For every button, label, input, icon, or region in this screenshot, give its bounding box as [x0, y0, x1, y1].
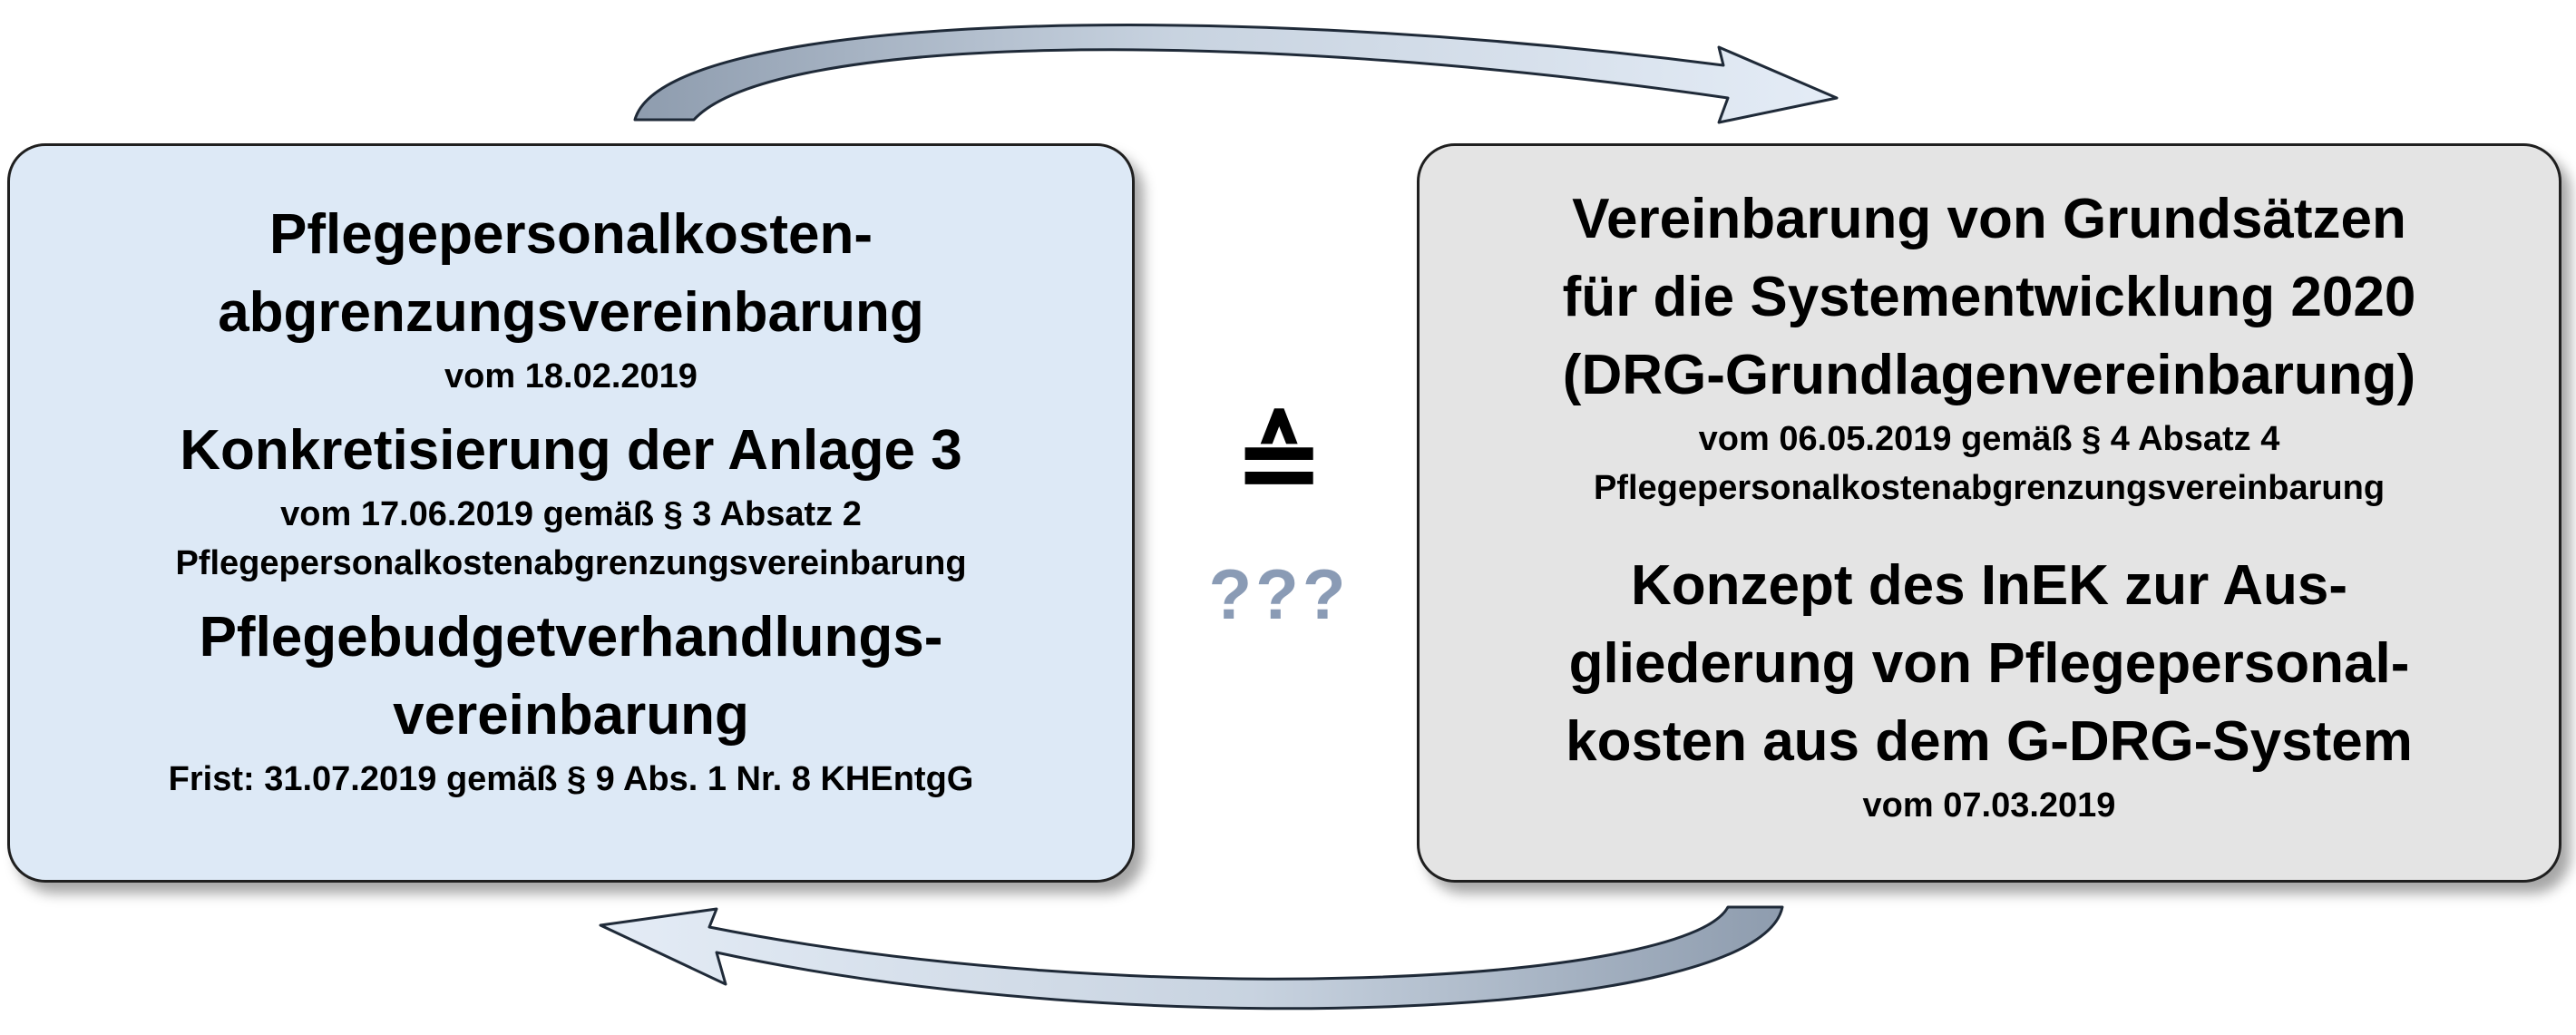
left-section3-line1: Pflegebudgetverhandlungs-: [199, 606, 943, 669]
bottom-curved-arrow: [599, 905, 1784, 1011]
left-section3-note: Frist: 31.07.2019 gemäß § 9 Abs. 1 Nr. 8…: [168, 760, 974, 798]
left-title-line2: abgrenzungsvereinbarung: [218, 281, 924, 344]
question-marks: ???: [1208, 554, 1350, 634]
right-title-note2: Pflegepersonalkostenabgrenzungsvereinbar…: [1593, 469, 2386, 507]
left-title-date: vom 18.02.2019: [444, 357, 698, 395]
right-section2-date: vom 07.03.2019: [1862, 786, 2116, 825]
right-title-line2: für die Systementwicklung 2020: [1562, 266, 2416, 328]
right-title-line1: Vereinbarung von Grundsätzen: [1572, 188, 2406, 250]
right-box: Vereinbarung von Grundsätzen für die Sys…: [1417, 143, 2561, 883]
left-section2-line2: Pflegepersonalkostenabgrenzungsvereinbar…: [175, 544, 967, 582]
left-box: Pflegepersonalkosten- abgrenzungsvereinb…: [7, 143, 1135, 883]
left-title-line1: Pflegepersonalkosten-: [269, 203, 873, 266]
right-section2-line2: gliederung von Pflegepersonal-: [1568, 632, 2410, 695]
left-section2-title: Konkretisierung der Anlage 3: [180, 419, 962, 482]
right-section2-line3: kosten aus dem G-DRG-System: [1566, 710, 2413, 773]
left-section3-line2: vereinbarung: [393, 684, 749, 747]
right-title-note1: vom 06.05.2019 gemäß § 4 Absatz 4: [1698, 420, 2280, 458]
right-section2-line1: Konzept des InEK zur Aus-: [1631, 554, 2347, 617]
left-section2-line1: vom 17.06.2019 gemäß § 3 Absatz 2: [280, 495, 862, 533]
equivalence-symbol: ≙: [1233, 402, 1325, 523]
right-title-line3: (DRG-Grundlagenvereinbarung): [1562, 344, 2416, 406]
top-curved-arrow: [633, 24, 1839, 124]
